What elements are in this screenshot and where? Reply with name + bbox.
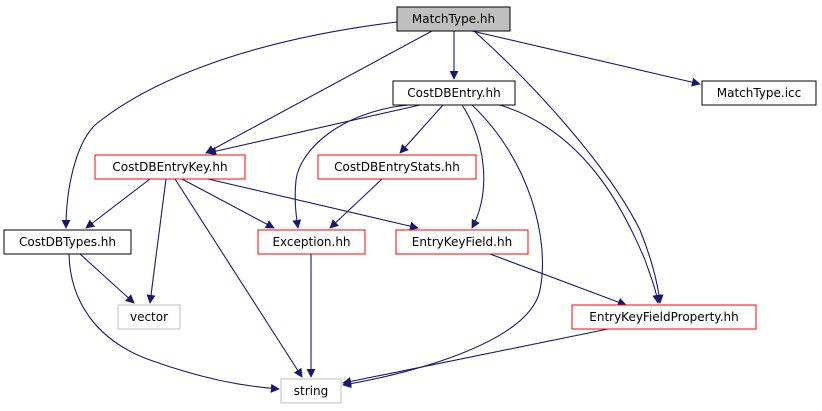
node-matchtype-hh[interactable]: MatchType.hh <box>396 6 511 32</box>
node-costdbentry-hh[interactable]: CostDBEntry.hh <box>392 80 516 106</box>
node-label: CostDBEntryKey.hh <box>112 160 227 174</box>
edge-costdbentrykey-hh-to-vector <box>146 178 167 304</box>
node-label: EntryKeyField.hh <box>412 235 512 249</box>
node-costdbentrystats-hh[interactable]: CostDBEntryStats.hh <box>317 154 477 180</box>
node-string[interactable]: string <box>280 378 342 404</box>
edge-costdbtypes-hh-to-string <box>68 253 280 393</box>
node-label: MatchType.hh <box>412 12 495 26</box>
node-label: MatchType.icc <box>717 86 802 100</box>
edge-costdbentrykey-hh-to-entrykeyfield-hh <box>207 178 419 231</box>
node-label: CostDBTypes.hh <box>19 235 116 249</box>
edge-costdbentry-hh-to-costdbentrystats-hh <box>399 104 444 154</box>
edge-costdbentry-hh-to-exception-hh <box>292 104 409 229</box>
node-label: string <box>294 384 328 398</box>
edge-costdbentrystats-hh-to-exception-hh <box>329 178 383 229</box>
edge-costdbentry-hh-to-entrykeyfieldproperty-hh <box>499 104 662 304</box>
edge-matchtype-hh-to-costdbtypes-hh <box>61 21 398 229</box>
edge-matchtype-hh-to-matchtype-icc <box>471 30 701 87</box>
node-box <box>571 304 757 330</box>
node-box <box>395 229 529 255</box>
edge-costdbentry-hh-to-entrykeyfield-hh <box>461 104 485 229</box>
node-box <box>257 229 366 255</box>
edges-layer <box>61 21 701 393</box>
edge-costdbentry-hh-to-costdbentrykey-hh <box>207 104 421 156</box>
node-exception-hh[interactable]: Exception.hh <box>257 229 366 255</box>
node-costdbentrykey-hh[interactable]: CostDBEntryKey.hh <box>94 154 246 180</box>
node-box <box>396 6 511 32</box>
edge-costdbentrykey-hh-to-string <box>174 178 303 378</box>
node-costdbtypes-hh[interactable]: CostDBTypes.hh <box>3 229 132 255</box>
edge-costdbtypes-hh-to-vector <box>79 253 135 304</box>
node-label: Exception.hh <box>272 235 350 249</box>
edge-entrykeyfield-hh-to-entrykeyfieldproperty-hh <box>489 253 627 307</box>
node-vector[interactable]: vector <box>117 304 181 330</box>
node-label: EntryKeyFieldProperty.hh <box>589 310 738 324</box>
node-entrykeyfield-hh[interactable]: EntryKeyField.hh <box>395 229 529 255</box>
edge-matchtype-hh-to-costdbentrykey-hh <box>205 30 433 154</box>
edge-entrykeyfieldproperty-hh-to-string <box>342 328 609 386</box>
node-label: vector <box>130 310 168 324</box>
node-box <box>701 80 817 106</box>
node-box <box>94 154 246 180</box>
node-label: CostDBEntry.hh <box>407 86 500 100</box>
node-label: CostDBEntryStats.hh <box>334 160 460 174</box>
node-box <box>317 154 477 180</box>
node-entrykeyfieldproperty-hh[interactable]: EntryKeyFieldProperty.hh <box>571 304 757 330</box>
node-box <box>280 378 342 404</box>
node-box <box>117 304 181 330</box>
edge-matchtype-hh-to-entrykeyfieldproperty-hh <box>473 30 664 304</box>
node-matchtype-icc[interactable]: MatchType.icc <box>701 80 817 106</box>
edge-costdbentrykey-hh-to-exception-hh <box>181 178 275 229</box>
node-box <box>3 229 132 255</box>
node-box <box>392 80 516 106</box>
edge-costdbentrykey-hh-to-costdbtypes-hh <box>85 178 151 229</box>
